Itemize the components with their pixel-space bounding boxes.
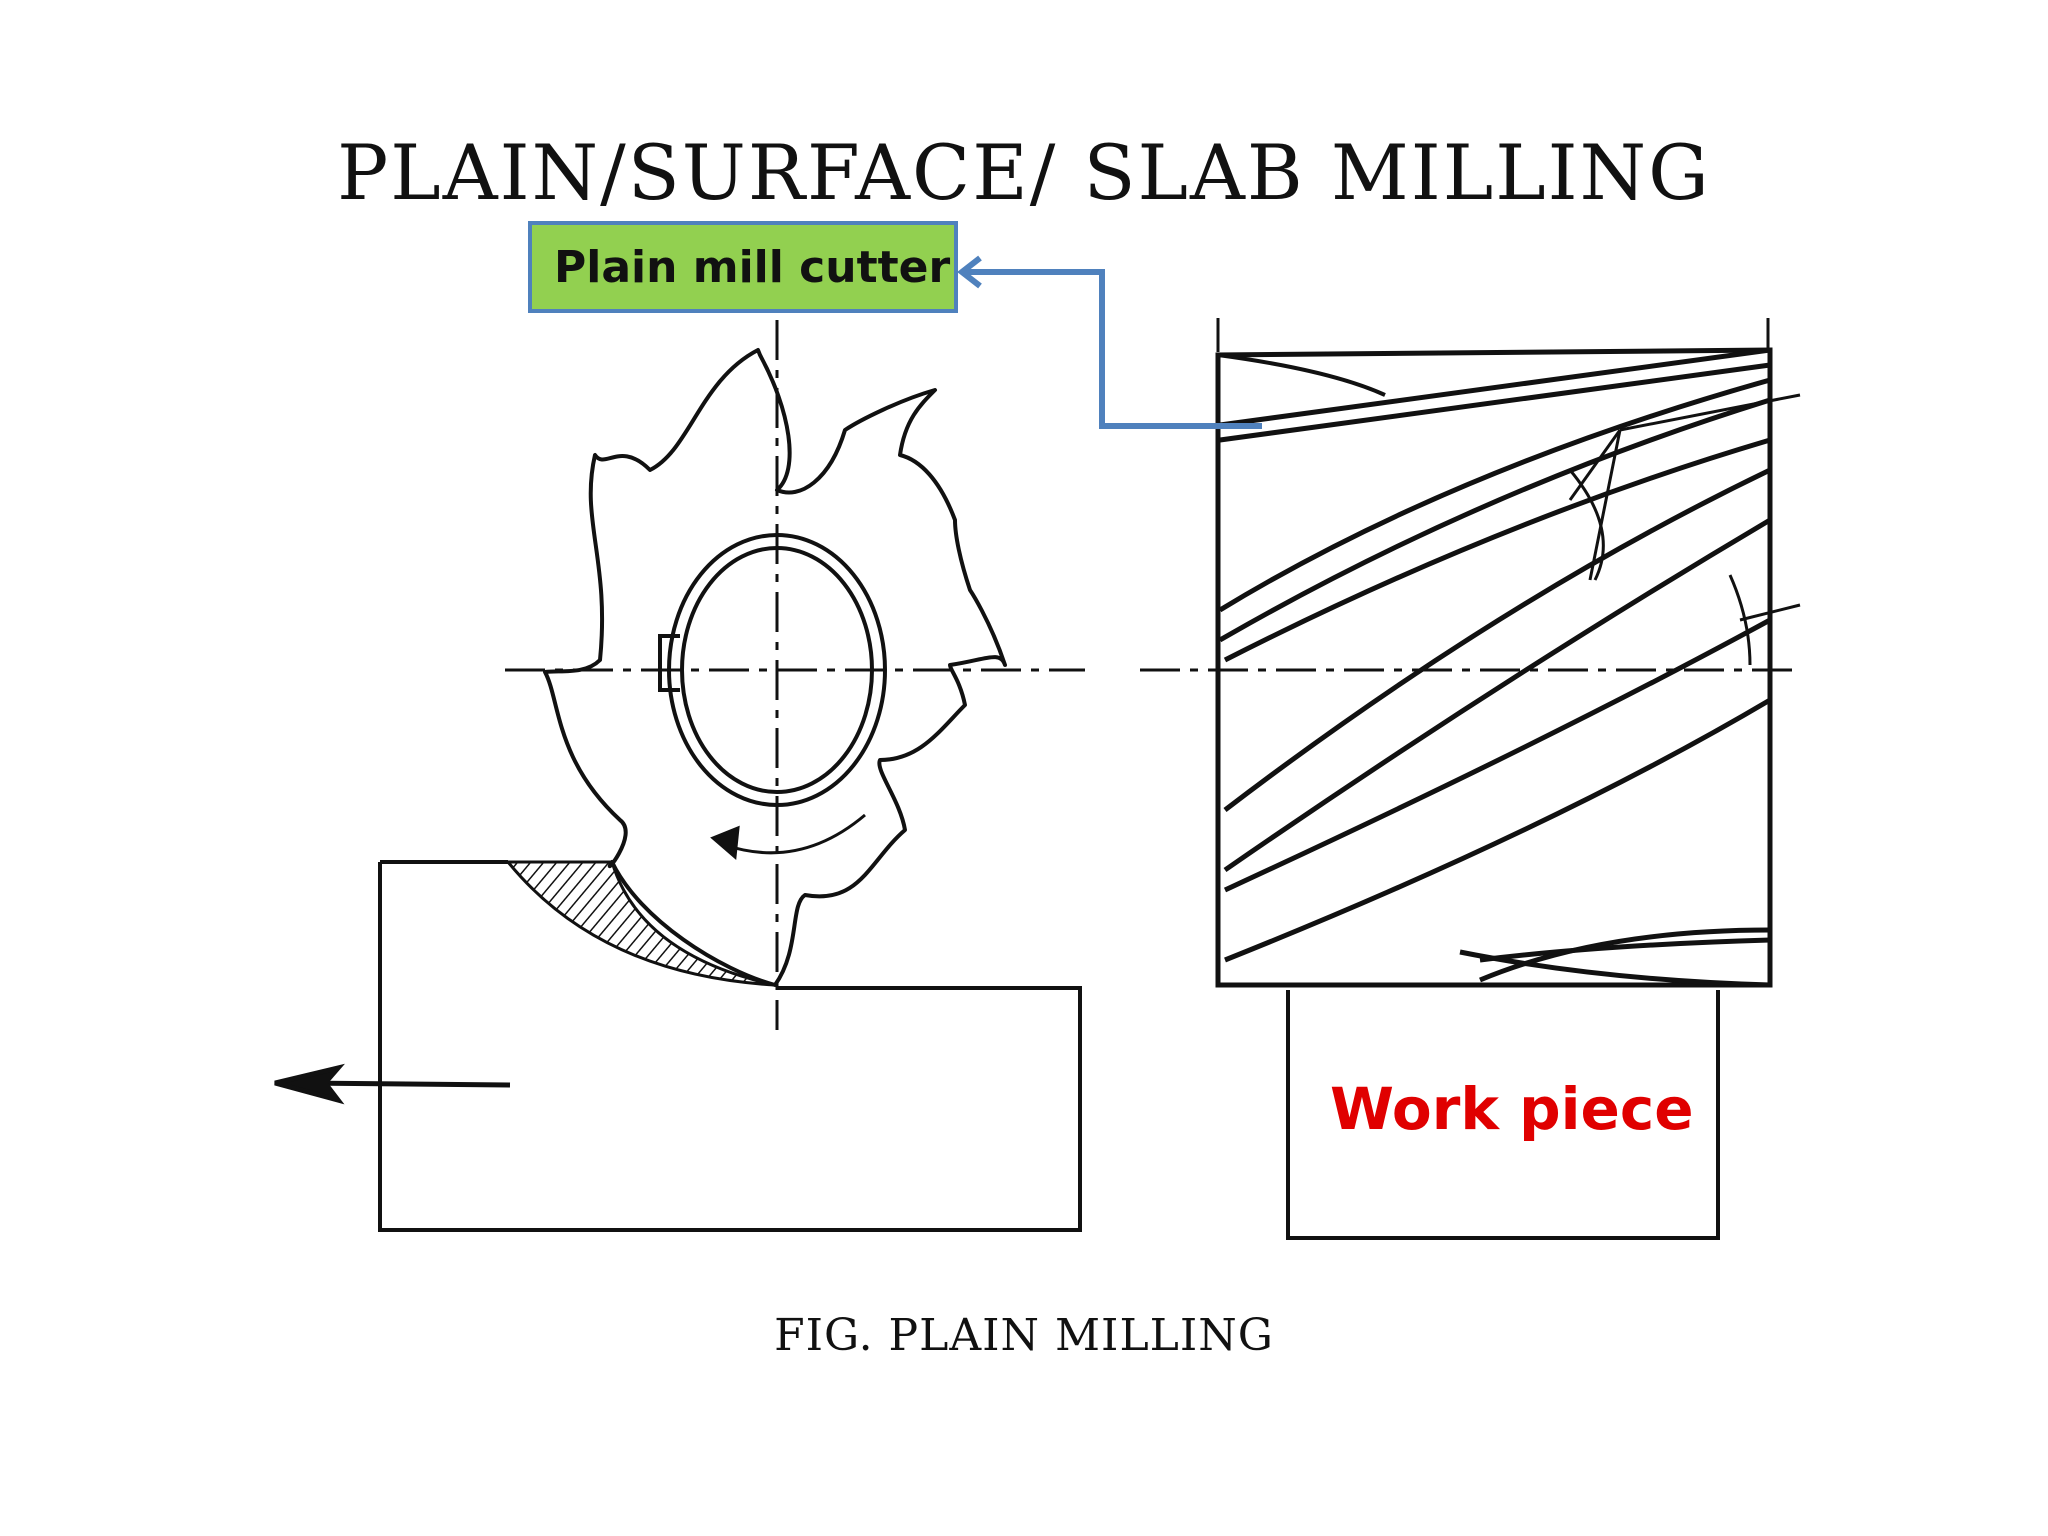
right-workpiece bbox=[1286, 990, 1720, 1240]
chip-hatch bbox=[504, 860, 776, 987]
left-workpiece bbox=[378, 860, 1082, 1232]
callout-arrow bbox=[957, 255, 1262, 429]
cutter-bore bbox=[658, 533, 887, 807]
right-centerlines bbox=[1140, 318, 1800, 672]
feed-arrow bbox=[274, 1063, 511, 1105]
figure-caption: FIG. PLAIN MILLING bbox=[774, 1310, 1274, 1361]
right-cutter bbox=[1215, 347, 1773, 988]
cutter-callout-label: Plain mill cutter bbox=[528, 221, 958, 313]
left-centerlines bbox=[505, 320, 1085, 1030]
helical-flutes bbox=[1218, 350, 1772, 988]
workpiece-label: Work piece bbox=[1330, 1075, 1694, 1143]
rotation-arrow bbox=[710, 813, 866, 861]
page-title: PLAIN/SURFACE/ SLAB MILLING bbox=[337, 128, 1711, 217]
cutter-teeth bbox=[543, 348, 1007, 987]
helix-angle-marks bbox=[1568, 393, 1801, 666]
